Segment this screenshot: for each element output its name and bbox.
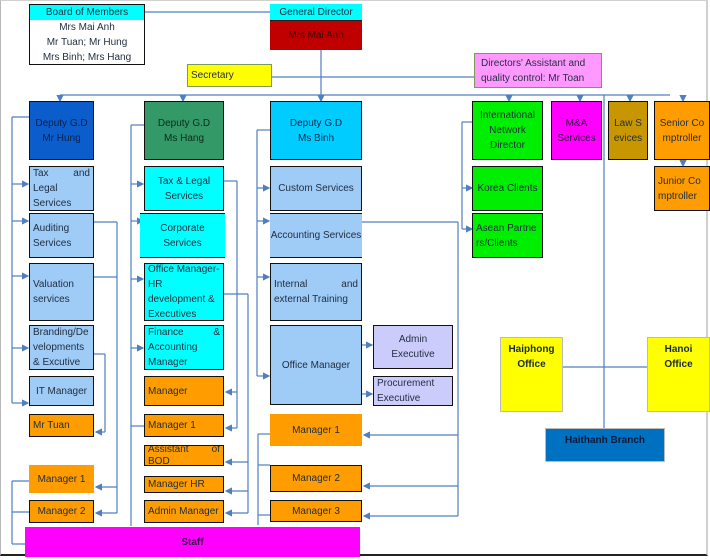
unit-label: Corporate Services [160, 222, 205, 249]
report-label: Manager 2 [37, 506, 86, 517]
report-manager-hr: Manager HR [144, 476, 224, 493]
deputy-binh-box: Deputy G.D Ms Binh [270, 101, 362, 160]
report-manager-2-hung: Manager 2 [29, 500, 94, 523]
unit-finance-accounting: Finance & Accounting Manager [144, 325, 224, 370]
board-of-members-list: Mrs Mai Anh Mr Tuan; Mr Hung Mrs Binh; M… [29, 20, 145, 65]
report-manager-2-binh: Manager 2 [270, 465, 362, 492]
report-label: Manager 3 [292, 505, 340, 517]
general-director-name: Mrs Mai Anh [288, 30, 344, 41]
report-label: Assistant of BOD [148, 445, 220, 466]
report-manager-1-hang: Manager 1 [144, 414, 224, 437]
haithanh-branch: Haithanh Branch [545, 428, 665, 462]
secretary-box: Secretary [187, 64, 272, 87]
unit-label: Office Manager-HR development & Executiv… [148, 264, 220, 320]
unit-label: Auditing Services [33, 222, 72, 249]
staff-admin-executive: Admin Executive [373, 325, 453, 369]
unit-training: Internal and external Training [270, 263, 362, 321]
board-of-members-header: Board of Members [29, 4, 145, 20]
report-label: Admin Manager [148, 506, 219, 517]
unit-it-manager: IT Manager [29, 376, 94, 406]
report-manager-1-hung: Manager 1 [29, 465, 94, 493]
client-label: Asean Partners/Clients [476, 222, 537, 249]
report-admin-manager: Admin Manager [144, 500, 224, 523]
unit-label: Tax and Legal Services [33, 168, 90, 209]
senior-comptroller: Senior Comptroller [654, 101, 710, 160]
deputy-name: Ms Hang [163, 132, 204, 144]
report-label: Manager 2 [292, 473, 340, 484]
report-manager-hang: Manager [144, 376, 224, 406]
report-label: Manager HR [148, 479, 205, 490]
report-manager-1-binh: Manager 1 [270, 414, 362, 446]
international-network-director: International Network Director [472, 101, 543, 160]
deputy-hang-box: Deputy G.D Ms Hang [144, 101, 224, 160]
unit-custom-services: Custom Services [270, 166, 362, 211]
unit-label: Valuation services [33, 279, 74, 305]
unit-label: IT Manager [36, 385, 87, 397]
report-manager-3-binh: Manager 3 [270, 500, 362, 522]
unit-tax-legal-hang: Tax & Legal Services [144, 166, 224, 211]
deputy-name: Mr Hung [42, 132, 81, 144]
unit-label: Tax & Legal Services [157, 175, 211, 202]
korea-clients: Korea Clients [472, 166, 543, 211]
general-director-box: Mrs Mai Anh [270, 20, 362, 50]
unit-tax-legal-hung: Tax and Legal Services [29, 166, 94, 211]
unit-accounting-services: Accounting Services [270, 213, 362, 258]
board-header-label: Board of Members [45, 7, 129, 18]
unit-label: Finance & Accounting Manager [148, 327, 220, 368]
deputy-title: Deputy G.D [157, 117, 211, 129]
report-label: Manager 1 [292, 424, 340, 436]
report-label: Mr Tuan [33, 420, 70, 431]
law-services: Law Sevices [608, 101, 648, 160]
law-services-label: Law Sevices [613, 117, 643, 144]
deputy-title: Deputy G.D [289, 117, 343, 129]
report-mr-tuan: Mr Tuan [29, 414, 94, 437]
international-director-label: International Network Director [479, 110, 536, 151]
directors-assistant-label: Directors' Assistant and quality control… [481, 57, 586, 84]
unit-label: Branding/Developments & Excutive [33, 327, 89, 368]
staff-label: Admin Executive [391, 334, 435, 360]
secretary-label: Secretary [191, 70, 234, 81]
haiphong-office: Haiphong Office [500, 337, 563, 412]
hanoi-office-label: Hanoi Office [664, 344, 693, 370]
junior-comptroller: Junior Comptroller [654, 166, 710, 211]
client-label: Korea Clients [477, 183, 538, 194]
junior-comptroller-label: Junior Comptroller [658, 175, 701, 202]
senior-comptroller-label: Senior Comptroller [659, 117, 705, 144]
staff-label: Staff [181, 536, 204, 548]
hanoi-office: Hanoi Office [647, 337, 710, 412]
board-member: Mr Tuan; Mr Hung [46, 36, 128, 48]
report-assistant-bod: Assistant of BOD [144, 445, 224, 466]
unit-valuation: Valuation services [29, 263, 94, 321]
staff-bar: Staff [25, 527, 360, 557]
general-director-title: General Director [270, 4, 362, 20]
ma-services-label: M&A Services [557, 117, 596, 144]
deputy-title: Deputy G.D [35, 117, 88, 129]
haiphong-office-label: Haiphong Office [508, 344, 555, 370]
unit-label: Office Manager [281, 359, 351, 371]
board-member: Mrs Binh; Mrs Hang [42, 51, 132, 63]
staff-procurement-executive: Procurement Executive [373, 376, 453, 406]
asean-partners: Asean Partners/Clients [472, 213, 543, 258]
unit-label: Internal and external Training [274, 279, 358, 305]
unit-label: Accounting Services [270, 230, 362, 241]
unit-auditing: Auditing Services [29, 213, 94, 258]
ma-services: M&A Services [551, 101, 602, 160]
report-label: Manager 1 [148, 420, 196, 431]
unit-office-manager-binh: Office Manager [270, 325, 362, 405]
unit-branding: Branding/Developments & Excutive [29, 325, 94, 370]
unit-office-manager-hr: Office Manager-HR development & Executiv… [144, 263, 224, 321]
report-label: Manager 1 [37, 473, 86, 485]
board-member: Mrs Mai Anh [59, 21, 115, 33]
directors-assistant-box: Directors' Assistant and quality control… [474, 53, 602, 88]
staff-label: Procurement Executive [377, 378, 435, 404]
unit-label: Custom Services [278, 183, 354, 194]
report-label: Manager [148, 385, 188, 397]
unit-corporate: Corporate Services [140, 213, 225, 258]
deputy-hung-box: Deputy G.D Mr Hung [29, 101, 94, 160]
haithanh-branch-label: Haithanh Branch [564, 435, 645, 446]
general-director-title-label: General Director [279, 6, 353, 18]
deputy-name: Ms Binh [297, 132, 335, 144]
